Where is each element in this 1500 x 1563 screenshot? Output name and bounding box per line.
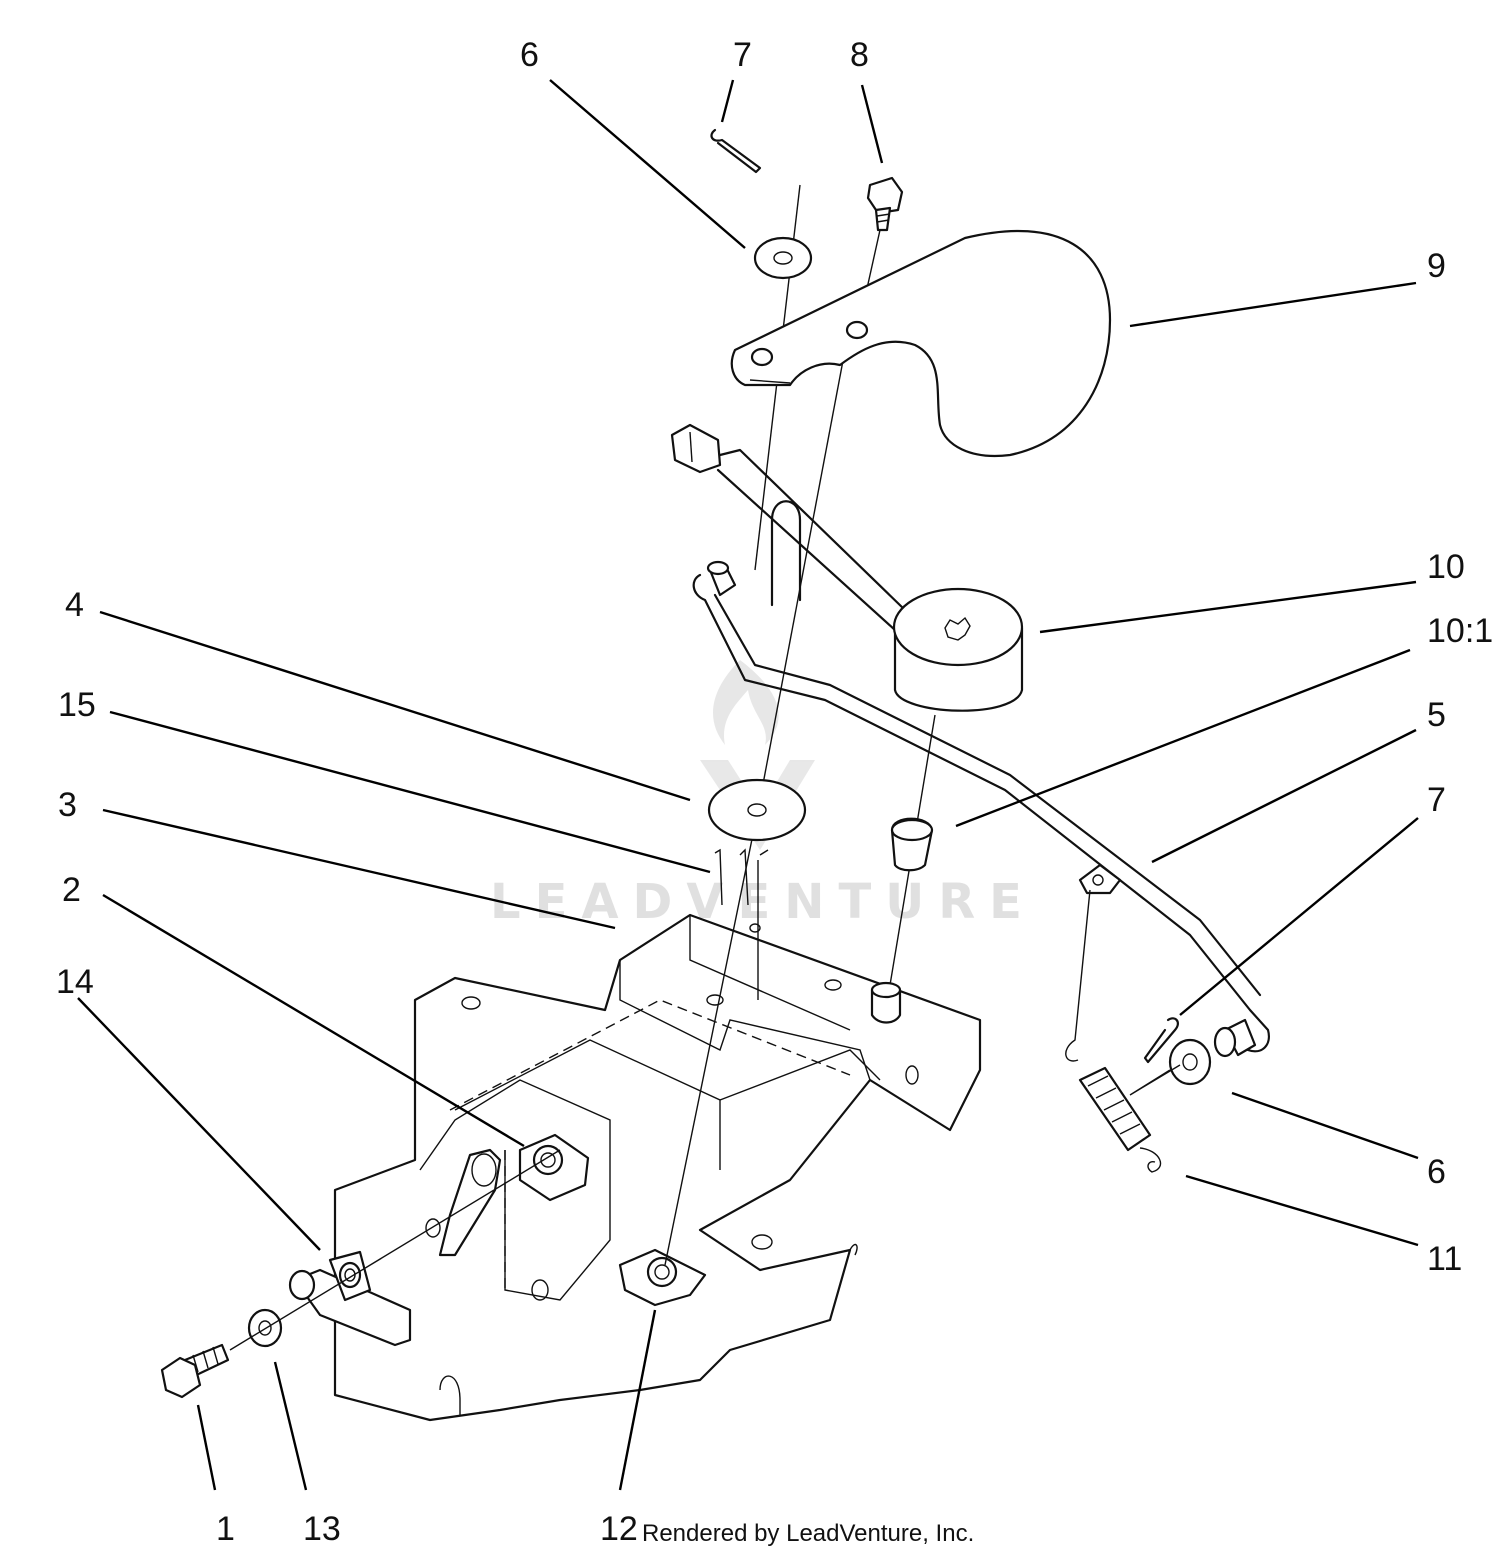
- nut-part-12: [618, 1248, 707, 1307]
- washer-part-4: [707, 778, 807, 842]
- shaft: [670, 423, 907, 632]
- chassis-frame: [333, 913, 982, 1422]
- callout-15: 15: [58, 686, 96, 724]
- callout-4: 4: [65, 586, 84, 624]
- callout-13: 13: [303, 1510, 341, 1548]
- callout-11: 11: [1427, 1240, 1462, 1278]
- callout-7-right: 7: [1427, 781, 1446, 819]
- bracket-plate-part-9: [730, 229, 1112, 458]
- detent-clip: [770, 500, 802, 607]
- callout-2: 2: [62, 871, 81, 909]
- lever-rod-part-5: [692, 560, 1270, 1058]
- bolt-part-1: [160, 1343, 230, 1399]
- callout-labels: 6 7 8 9 10 10:1 4 15 5 3 7 2 14 6 11 1 1…: [56, 36, 1493, 1548]
- pins-part-15: [714, 848, 769, 906]
- callout-5: 5: [1427, 696, 1446, 734]
- callout-8: 8: [850, 36, 869, 74]
- callout-10-1: 10:1: [1427, 612, 1493, 650]
- cotter-pin-part-7-right: [1129, 1017, 1181, 1096]
- watermark-text: LEADVENTURE: [490, 874, 1036, 930]
- callout-9: 9: [1427, 247, 1446, 285]
- callout-7-top: 7: [733, 36, 752, 74]
- pivot-boss: [438, 1148, 502, 1257]
- callout-10: 10: [1427, 548, 1465, 586]
- bolt-part-8: [866, 176, 904, 232]
- plug-part-10-1: [890, 817, 934, 872]
- hub-part-10: [892, 587, 1024, 712]
- pivot-sleeve: [288, 1250, 412, 1347]
- callout-3: 3: [58, 786, 77, 824]
- leader-lines: [77, 79, 1419, 1491]
- cotter-pin-part-7-top: [710, 128, 762, 174]
- washer-part-6-right: [1168, 1038, 1212, 1086]
- callout-6-top: 6: [520, 36, 539, 74]
- bracket-stud: [870, 981, 902, 1024]
- washer-part-6-top: [753, 236, 813, 280]
- callout-6-right: 6: [1427, 1153, 1446, 1191]
- watermark-logo: [700, 660, 815, 850]
- callout-14: 14: [56, 963, 94, 1001]
- callout-12: 12: [600, 1510, 638, 1548]
- callout-1: 1: [216, 1510, 235, 1548]
- spring-part-11: [1065, 889, 1162, 1173]
- render-credit: Rendered by LeadVenture, Inc.: [642, 1520, 975, 1547]
